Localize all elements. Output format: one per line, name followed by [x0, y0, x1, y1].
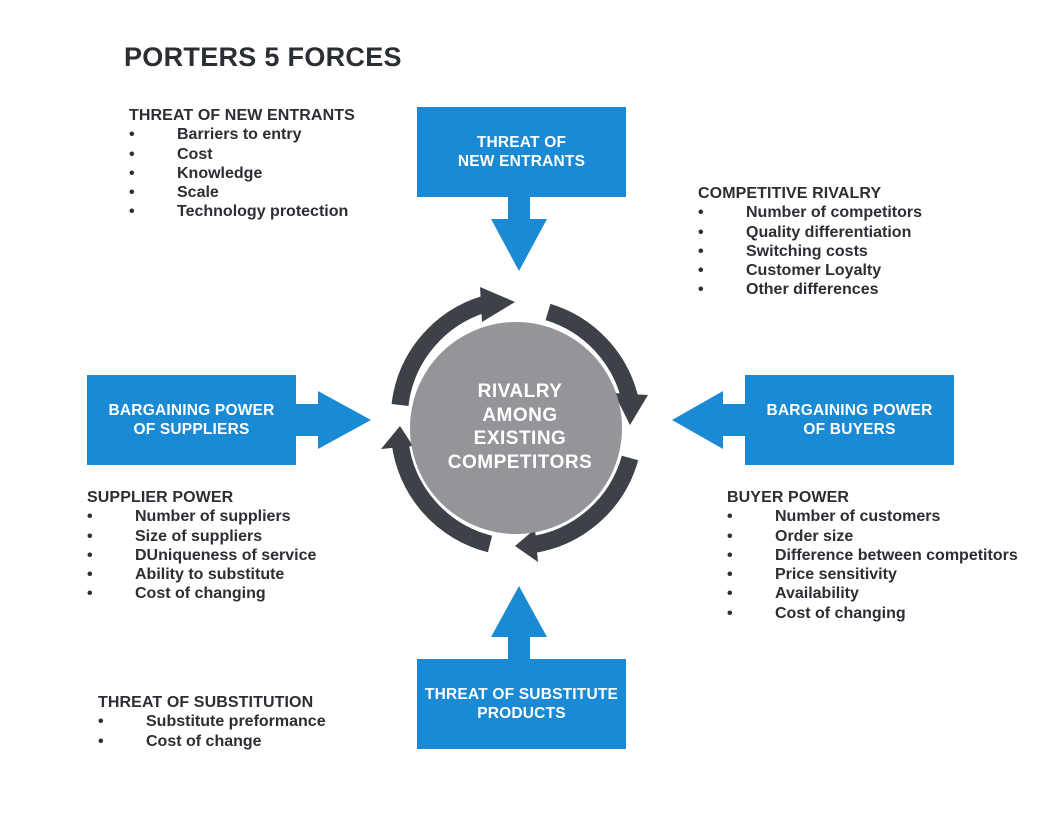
list-item: •Customer Loyalty [698, 262, 882, 280]
bullet-icon: • [698, 204, 704, 222]
box-threat-substitute-products: THREAT OF SUBSTITUTE PRODUCTS [417, 659, 626, 749]
list-item: •Order size [727, 527, 854, 545]
list-item: •Number of customers [727, 508, 941, 526]
bullet-icon: • [98, 732, 104, 750]
cycle-arrowhead-top [480, 287, 515, 322]
list-item: •Switching costs [698, 242, 868, 260]
list-item: •DUniqueness of service [87, 546, 317, 564]
center-label-line: AMONG [482, 404, 558, 426]
list-threat-of-substitution: THREAT OF SUBSTITUTION •Substitute prefo… [98, 693, 326, 751]
bullet-icon: • [698, 262, 704, 280]
list-buyer-power: BUYER POWER •Number of customers •Order … [727, 488, 1018, 623]
list-item: •Cost [129, 145, 213, 163]
list-supplier-power: SUPPLIER POWER •Number of suppliers •Siz… [87, 488, 316, 604]
list-item: •Quality differentiation [698, 223, 912, 241]
center-label-line: EXISTING [473, 428, 567, 449]
list-item: •Substitute preformance [98, 713, 326, 731]
page-title: PORTERS 5 FORCES [124, 42, 402, 72]
bullet-icon: • [129, 145, 135, 163]
list-heading: BUYER POWER [727, 489, 849, 506]
bullet-icon: • [87, 527, 93, 545]
arrow-up-substitutes [491, 586, 547, 659]
arrow-left-buyers [672, 391, 745, 449]
bullet-icon: • [727, 566, 733, 584]
bullet-icon: • [98, 713, 104, 731]
bullet-icon: • [129, 164, 135, 182]
list-item: •Size of suppliers [87, 527, 263, 545]
bullet-icon: • [727, 508, 733, 526]
center-label: RIVALRY AMONG EXISTING COMPETITORS [417, 380, 623, 474]
box-label: THREAT OF SUBSTITUTE PRODUCTS [424, 686, 619, 722]
bullet-icon: • [129, 203, 135, 221]
arrow-right-suppliers [296, 391, 371, 449]
arrow-down-new-entrants [491, 197, 547, 271]
cycle-arrowhead-left [381, 426, 413, 449]
list-item: •Technology protection [129, 203, 349, 221]
cycle-arrowhead-bottom [515, 529, 538, 562]
list-heading: SUPPLIER POWER [87, 489, 234, 506]
box-label: THREAT OF NEW ENTRANTS [457, 134, 586, 170]
cycle-ring [391, 295, 639, 554]
list-item: •Knowledge [129, 164, 263, 182]
bullet-icon: • [727, 527, 733, 545]
center-label-line: RIVALRY [477, 381, 563, 402]
list-item: •Other differences [698, 281, 879, 299]
bullet-icon: • [698, 242, 704, 260]
list-heading: COMPETITIVE RIVALRY [698, 185, 882, 202]
bullet-icon: • [87, 585, 93, 603]
list-competitive-rivalry: COMPETITIVE RIVALRY •Number of competito… [698, 184, 922, 300]
bullet-icon: • [129, 184, 135, 202]
list-item: •Number of suppliers [87, 508, 291, 526]
list-heading: THREAT OF NEW ENTRANTS [129, 107, 355, 124]
bullet-icon: • [698, 281, 704, 299]
list-item: •Number of competitors [698, 204, 923, 222]
list-item: •Barriers to entry [129, 126, 302, 144]
list-item: •Availability [727, 585, 859, 603]
box-bargaining-power-buyers: BARGAINING POWER OF BUYERS [745, 375, 954, 465]
bullet-icon: • [727, 546, 733, 564]
bullet-icon: • [129, 126, 135, 144]
box-bargaining-power-suppliers: BARGAINING POWER OF SUPPLIERS [87, 375, 296, 465]
bullet-icon: • [87, 508, 93, 526]
list-item: •Difference between competitors [727, 546, 1018, 564]
bullet-icon: • [698, 223, 704, 241]
bullet-icon: • [87, 546, 93, 564]
list-item: •Cost of changing [87, 585, 266, 603]
box-label: BARGAINING POWER OF SUPPLIERS [108, 402, 275, 438]
center-label-line: COMPETITORS [447, 451, 593, 473]
list-threat-new-entrants: THREAT OF NEW ENTRANTS •Barriers to entr… [129, 106, 355, 222]
bullet-icon: • [87, 566, 93, 584]
list-item: •Cost of change [98, 732, 262, 750]
list-heading: THREAT OF SUBSTITUTION [98, 694, 314, 711]
box-label: BARGAINING POWER OF BUYERS [766, 402, 933, 438]
list-item: •Scale [129, 184, 219, 202]
list-item: •Cost of changing [727, 604, 906, 622]
box-threat-new-entrants: THREAT OF NEW ENTRANTS [417, 107, 626, 197]
list-item: •Ability to substitute [87, 566, 285, 584]
bullet-icon: • [727, 604, 733, 622]
bullet-icon: • [727, 585, 733, 603]
list-item: •Price sensitivity [727, 566, 897, 584]
cycle-arrowhead-right [614, 393, 648, 425]
center-circle [410, 322, 622, 534]
